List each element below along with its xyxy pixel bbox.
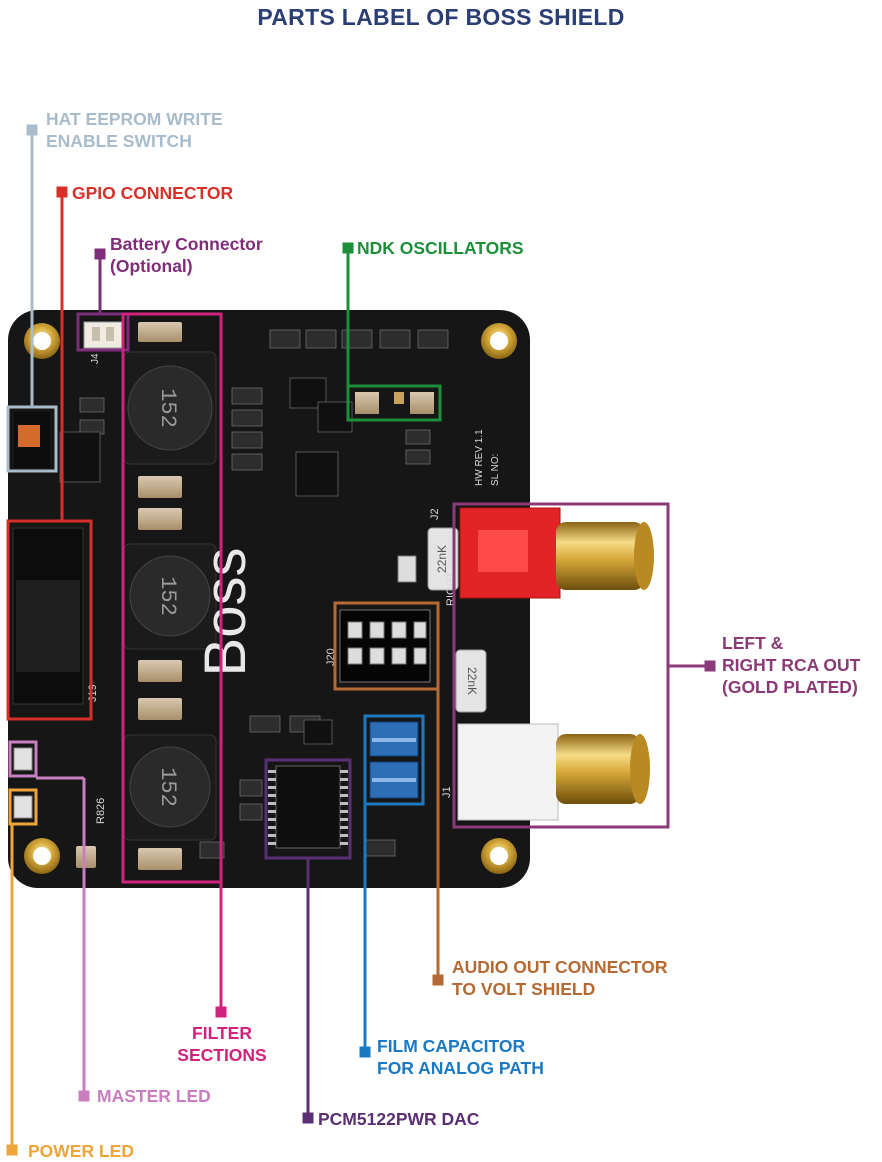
ndk-oscillator-parts (355, 392, 434, 414)
label-film-cap: FILM CAPACITOR FOR ANALOG PATH (377, 1035, 544, 1079)
label-hat-eeprom: HAT EEPROM WRITE ENABLE SWITCH (46, 108, 223, 152)
label-film-cap-line2: FOR ANALOG PATH (377, 1058, 544, 1078)
label-filter: FILTER SECTIONS (160, 1022, 284, 1066)
filter-capacitors (76, 322, 182, 870)
label-battery-line1: Battery Connector (110, 234, 263, 254)
callout-dac (264, 758, 352, 1124)
label-audio-out-line2: TO VOLT SHIELD (452, 979, 596, 999)
label-dac-line1: PCM5122PWR DAC (318, 1109, 480, 1129)
inductor-code-2: 152 (155, 576, 180, 616)
label-hat-eeprom-line2: ENABLE SWITCH (46, 131, 192, 151)
inductor-code-3: 152 (155, 767, 180, 807)
label-ndk: NDK OSCILLATORS (357, 237, 524, 259)
silk-hw-rev: HW REV 1.1 (474, 429, 485, 486)
silk-r826: R826 (95, 798, 107, 824)
label-film-cap-line1: FILM CAPACITOR (377, 1036, 526, 1056)
callout-hat-eeprom (6, 124, 58, 473)
battery-connector-part (83, 321, 123, 349)
callout-battery (76, 248, 130, 352)
board-logo: Boss (193, 548, 258, 677)
label-gpio-line1: GPIO CONNECTOR (72, 183, 234, 203)
inductor-code-1: 152 (155, 388, 180, 428)
label-power-led-line1: POWER LED (28, 1141, 134, 1161)
label-ndk-line1: NDK OSCILLATORS (357, 238, 524, 258)
label-rca: LEFT & RIGHT RCA OUT (GOLD PLATED) (722, 632, 860, 698)
label-rca-line3: (GOLD PLATED) (722, 677, 858, 697)
label-master-led-line1: MASTER LED (97, 1086, 211, 1106)
led-parts (13, 747, 33, 819)
output-capacitors (397, 527, 487, 713)
callout-gpio (6, 186, 93, 721)
film-capacitor-parts (369, 721, 419, 799)
cap-value-2: 22nK (465, 667, 479, 695)
silk-j1: J1 (441, 786, 453, 798)
label-filter-line2: SECTIONS (177, 1045, 267, 1065)
eeprom-switch-part (14, 412, 50, 468)
label-gpio: GPIO CONNECTOR (72, 182, 233, 204)
callout-rca (452, 502, 716, 829)
rca-red-part (459, 507, 654, 599)
callout-master-led (8, 740, 90, 1102)
ic-chips (59, 377, 353, 745)
label-audio-out-line1: AUDIO OUT CONNECTOR (452, 957, 668, 977)
silk-sl-no: SL NO: (490, 454, 501, 486)
callout-ndk (342, 242, 442, 422)
label-audio-out: AUDIO OUT CONNECTOR TO VOLT SHIELD (452, 956, 668, 1000)
smd-components (79, 329, 449, 859)
label-master-led: MASTER LED (97, 1085, 211, 1107)
label-filter-line1: FILTER (192, 1023, 252, 1043)
page-title: PARTS LABEL OF BOSS SHIELD (257, 4, 625, 30)
gpio-connector-part (12, 527, 84, 705)
dac-chip-part (268, 765, 348, 849)
callout-audio-out (333, 601, 444, 986)
silk-j4: J4 (90, 353, 101, 364)
callout-film-cap (359, 714, 425, 1058)
callout-filter (121, 312, 227, 1018)
callout-power-led (6, 788, 38, 1156)
label-battery: Battery Connector (Optional) (110, 233, 263, 277)
label-rca-line2: RIGHT RCA OUT (722, 655, 861, 675)
inductors (123, 351, 217, 841)
label-power-led: POWER LED (28, 1140, 134, 1162)
silk-j2: J2 (429, 508, 441, 520)
label-hat-eeprom-line1: HAT EEPROM WRITE (46, 109, 223, 129)
label-dac: PCM5122PWR DAC (318, 1108, 479, 1130)
rca-white-part (457, 723, 650, 821)
label-rca-line1: LEFT & (722, 633, 784, 653)
label-battery-line2: (Optional) (110, 256, 193, 276)
audio-out-header-part (339, 609, 431, 683)
silk-j19: J19 (87, 684, 99, 702)
cap-value-1: 22nK (435, 545, 449, 573)
